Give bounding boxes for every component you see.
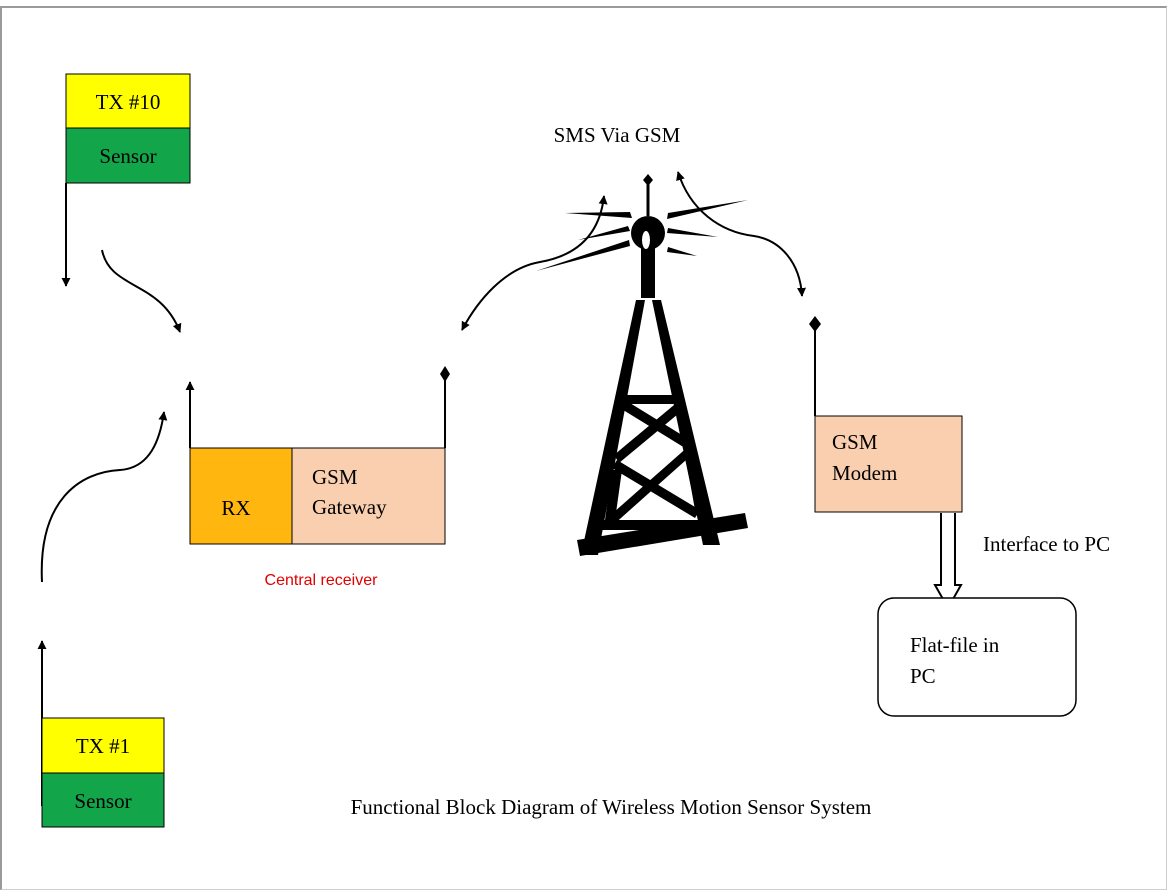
gateway-label-line1: GSM (312, 465, 358, 489)
tx1-sensor-label: Sensor (74, 789, 131, 813)
tx10-wave-arrow (101, 249, 182, 333)
gateway-label-line2: Gateway (312, 495, 387, 519)
pc-label-line1: Flat-file in (910, 633, 1000, 657)
pc-label-line2: PC (910, 664, 936, 688)
central-receiver-block: RX GSM Gateway Central receiver (185, 366, 450, 589)
diagram-caption: Functional Block Diagram of Wireless Mot… (351, 795, 872, 819)
modem-label-line2: Modem (832, 461, 897, 485)
gateway-box (291, 447, 446, 545)
modem-box (814, 415, 963, 513)
tower-to-modem-wave (676, 171, 807, 297)
tx10-sensor-box (65, 127, 191, 184)
rx-label: RX (221, 496, 250, 520)
tx10-sensor-label: Sensor (99, 144, 156, 168)
tx1-block: TX #1 Sensor (37, 640, 165, 828)
tx10-label: TX #10 (96, 90, 161, 114)
modem-antenna-tip (809, 316, 821, 332)
modem-label-line1: GSM (832, 430, 878, 454)
interface-arrow (933, 513, 963, 611)
gsm-modem-block: GSM Modem (809, 316, 963, 513)
interface-to-pc-label: Interface to PC (983, 532, 1110, 556)
sms-via-gsm-label: SMS Via GSM (554, 123, 681, 147)
gateway-to-tower-wave (461, 195, 608, 331)
gsm-tower-icon (536, 174, 748, 556)
tx1-wave-arrow (40, 411, 168, 583)
gateway-antenna-tip (440, 366, 450, 382)
tx1-label: TX #1 (76, 734, 130, 758)
central-receiver-caption: Central receiver (265, 572, 379, 589)
tx1-label-box (41, 717, 165, 774)
diagram-frame (0, 6, 1167, 890)
tx1-sensor-box (41, 772, 165, 828)
tx10-block: TX #10 Sensor (61, 73, 191, 287)
pc-box (877, 597, 1077, 717)
rx-box (189, 447, 293, 545)
pc-block: Flat-file in PC (877, 597, 1077, 717)
